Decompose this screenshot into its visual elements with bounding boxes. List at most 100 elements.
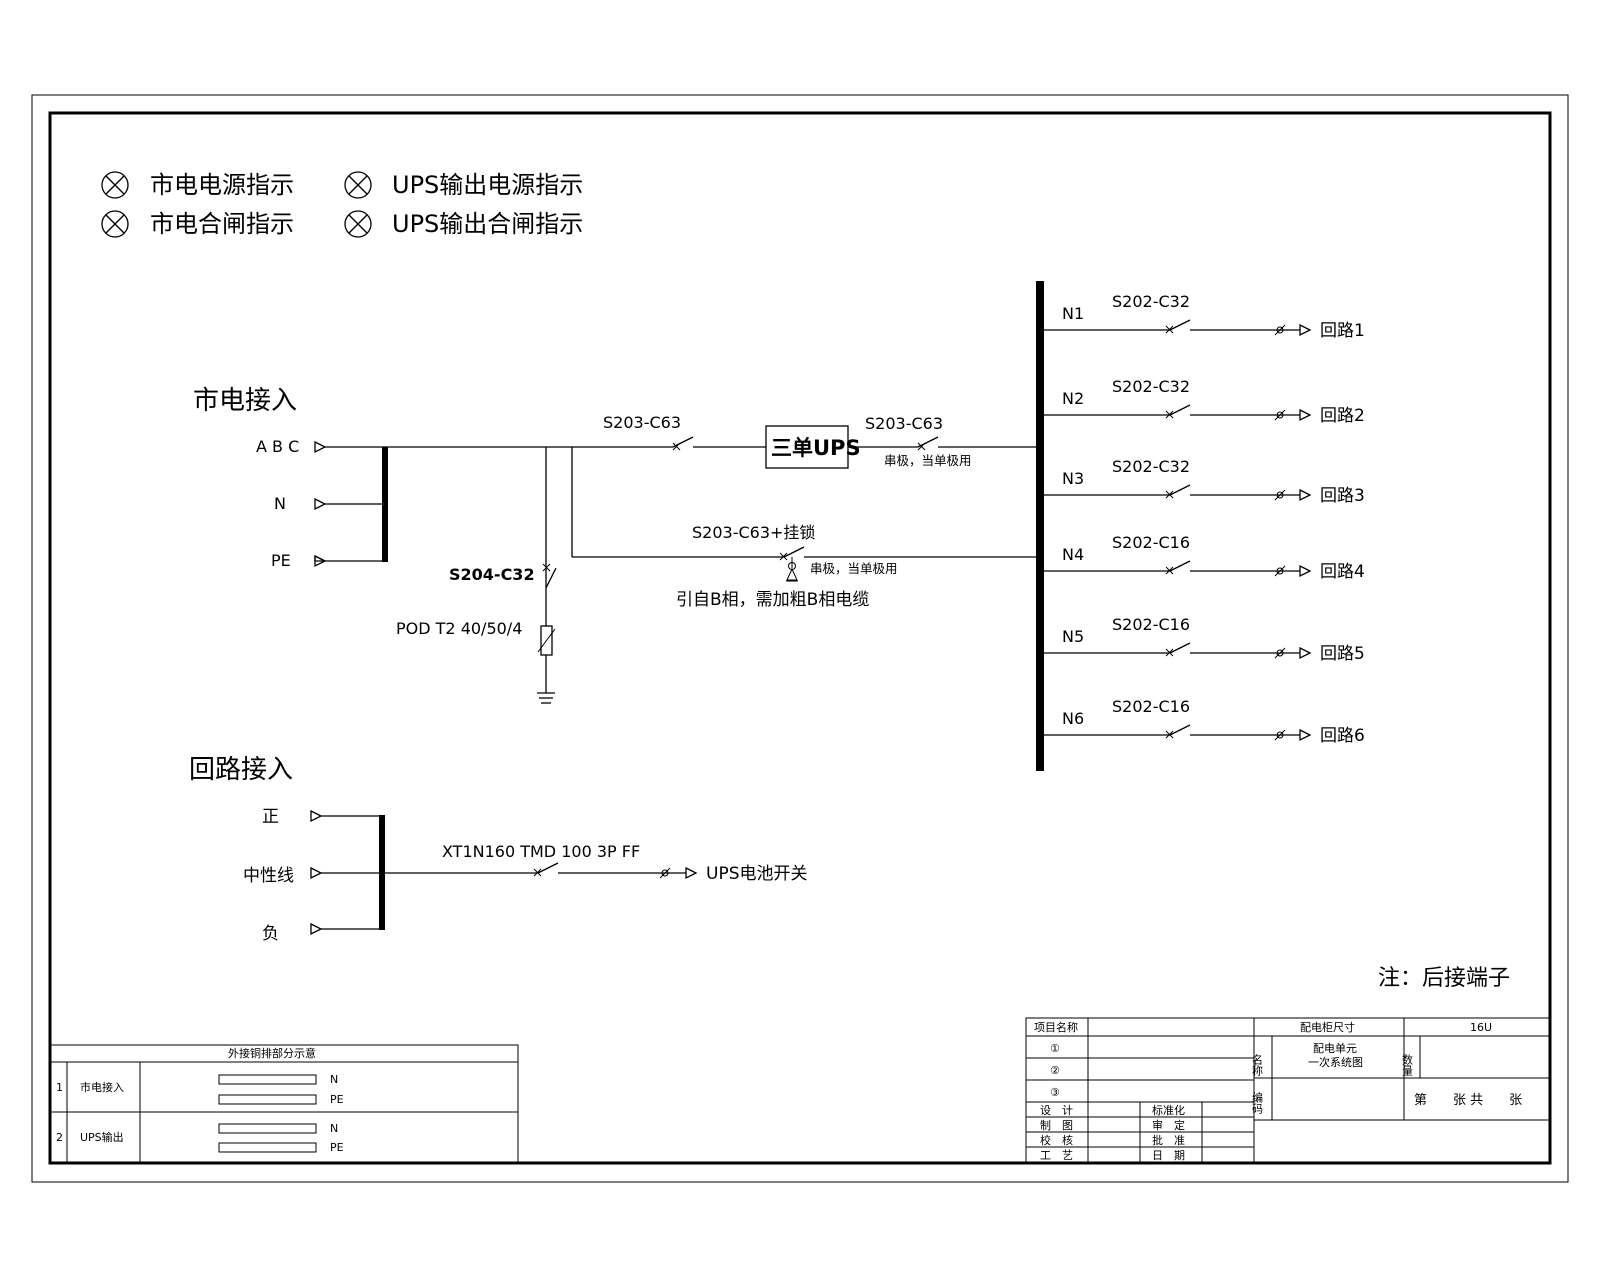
bar-label: PE bbox=[330, 1141, 344, 1154]
sign-label: 批 准 bbox=[1152, 1133, 1185, 1147]
circuit-label: 回路4 bbox=[1320, 562, 1365, 582]
sign-label: 校 核 bbox=[1040, 1133, 1073, 1147]
disconnect-icon bbox=[1274, 729, 1286, 741]
breaker-icon bbox=[533, 862, 559, 877]
phase-label: PE bbox=[271, 551, 291, 570]
terminal-icon bbox=[1299, 323, 1312, 337]
battery-title: 回路接入 bbox=[189, 755, 293, 785]
phase-label: A B C bbox=[256, 437, 299, 456]
breaker-icon bbox=[1165, 642, 1191, 657]
sheet-label: 第 张 共 张 bbox=[1414, 1093, 1522, 1108]
lockable-breaker-icon bbox=[779, 546, 805, 582]
terminal-icon bbox=[314, 497, 327, 511]
legend-item: UPS输出电源指示 bbox=[392, 171, 583, 199]
name-label: 名称 bbox=[1251, 1053, 1264, 1077]
disconnect-icon bbox=[659, 867, 671, 879]
terminal-label: 中性线 bbox=[243, 866, 294, 886]
breaker-label: S202-C16 bbox=[1112, 697, 1190, 716]
surge-protector-icon bbox=[537, 625, 556, 656]
revision-mark: ② bbox=[1050, 1064, 1060, 1077]
code-label: 编码 bbox=[1251, 1091, 1264, 1115]
copper-bar bbox=[218, 1123, 317, 1134]
disconnect-icon bbox=[1274, 489, 1286, 501]
bus-label: N4 bbox=[1062, 545, 1084, 564]
legend-item: UPS输出合闸指示 bbox=[392, 210, 583, 238]
row-number: 2 bbox=[56, 1131, 63, 1144]
disconnect-icon bbox=[1274, 565, 1286, 577]
bus-label: N2 bbox=[1062, 389, 1084, 408]
disconnect-icon bbox=[1274, 409, 1286, 421]
breaker-label: S202-C16 bbox=[1112, 533, 1190, 552]
terminal-icon bbox=[310, 809, 323, 823]
circuit-label: 回路5 bbox=[1320, 644, 1365, 664]
breaker-label: S203-C63+挂锁 bbox=[692, 523, 815, 542]
outer-frame bbox=[31, 94, 1569, 1183]
copper-table-title: 外接铜排部分示意 bbox=[228, 1046, 316, 1060]
terminal-icon bbox=[1299, 564, 1312, 578]
revision-mark: ① bbox=[1050, 1042, 1060, 1055]
bus-label: N6 bbox=[1062, 709, 1084, 728]
terminal-icon bbox=[1299, 646, 1312, 660]
breaker-icon bbox=[1165, 404, 1191, 419]
bus-label: N5 bbox=[1062, 627, 1084, 646]
circuit-label: 回路1 bbox=[1320, 321, 1365, 341]
breaker-label: S202-C16 bbox=[1112, 615, 1190, 634]
drawing-name: 配电单元 bbox=[1313, 1042, 1357, 1055]
row-number: 1 bbox=[56, 1081, 63, 1094]
lamp-icon bbox=[344, 210, 372, 238]
terminal-icon bbox=[1299, 728, 1312, 742]
breaker-icon bbox=[1165, 560, 1191, 575]
copper-table: 外接铜排部分示意 1 市电接入 N PE 2 UPS输出 N PE bbox=[49, 1044, 519, 1164]
breaker-label: S203-C63 bbox=[603, 413, 681, 432]
lamp-icon bbox=[101, 171, 129, 199]
battery-target: UPS电池开关 bbox=[706, 864, 808, 884]
lamp-icon bbox=[101, 210, 129, 238]
lamp-icon bbox=[344, 171, 372, 199]
bus-label: N1 bbox=[1062, 304, 1084, 323]
phase-label: N bbox=[274, 494, 286, 513]
inner-frame bbox=[48, 111, 1552, 1165]
sign-label: 日 期 bbox=[1152, 1149, 1185, 1162]
breaker-note: 串极，当单极用 bbox=[884, 453, 972, 468]
breaker-icon bbox=[917, 436, 939, 451]
terminal-label: 正 bbox=[262, 807, 279, 827]
qty-label: 数量 bbox=[1401, 1054, 1414, 1076]
breaker-icon bbox=[542, 563, 557, 589]
copper-bar bbox=[218, 1074, 317, 1085]
terminal-icon bbox=[1299, 488, 1312, 502]
circuit-label: 回路2 bbox=[1320, 406, 1365, 426]
title-block: 项目名称 配电柜尺寸 16U ① ② ③ 名称 配电单元 一次系统图 数量 编码… bbox=[1025, 1017, 1551, 1164]
ups-label: 三单UPS bbox=[771, 436, 861, 460]
breaker-icon bbox=[1165, 724, 1191, 739]
note: 注：后接端子 bbox=[1378, 966, 1510, 991]
terminal-icon bbox=[314, 554, 327, 568]
size-label: 配电柜尺寸 bbox=[1300, 1020, 1355, 1034]
terminal-icon bbox=[314, 440, 327, 454]
sign-label: 标准化 bbox=[1152, 1103, 1185, 1117]
output-circuits: N1S202-C32回路1N2S202-C32回路2N3S202-C32回路3N… bbox=[1044, 292, 1365, 746]
legend: 市电电源指示 UPS输出电源指示 市电合闸指示 UPS输出合闸指示 bbox=[101, 171, 583, 238]
row-name: 市电接入 bbox=[80, 1080, 124, 1094]
bar-label: PE bbox=[330, 1093, 344, 1106]
copper-bar bbox=[218, 1094, 317, 1105]
sign-label: 设 计 bbox=[1040, 1104, 1073, 1117]
terminal-icon bbox=[310, 922, 323, 936]
bus-label: N3 bbox=[1062, 469, 1084, 488]
breaker-label: S203-C63 bbox=[865, 414, 943, 433]
drawing-name: 一次系统图 bbox=[1308, 1055, 1363, 1069]
bar-label: N bbox=[330, 1073, 338, 1086]
bar-label: N bbox=[330, 1122, 338, 1135]
revision-mark: ③ bbox=[1050, 1086, 1060, 1099]
copper-bar bbox=[218, 1142, 317, 1153]
sign-label: 工 艺 bbox=[1040, 1149, 1073, 1162]
breaker-note: 串极，当单极用 bbox=[810, 561, 898, 576]
spd-breaker-label: S204-C32 bbox=[449, 565, 535, 584]
terminal-icon bbox=[310, 866, 323, 880]
project-label: 项目名称 bbox=[1034, 1020, 1078, 1034]
terminal-icon bbox=[1299, 408, 1312, 422]
terminal-label: 负 bbox=[262, 924, 279, 944]
ground-icon bbox=[537, 692, 555, 704]
battery-breaker-label: XT1N160 TMD 100 3P FF bbox=[442, 842, 640, 861]
disconnect-icon bbox=[1274, 647, 1286, 659]
